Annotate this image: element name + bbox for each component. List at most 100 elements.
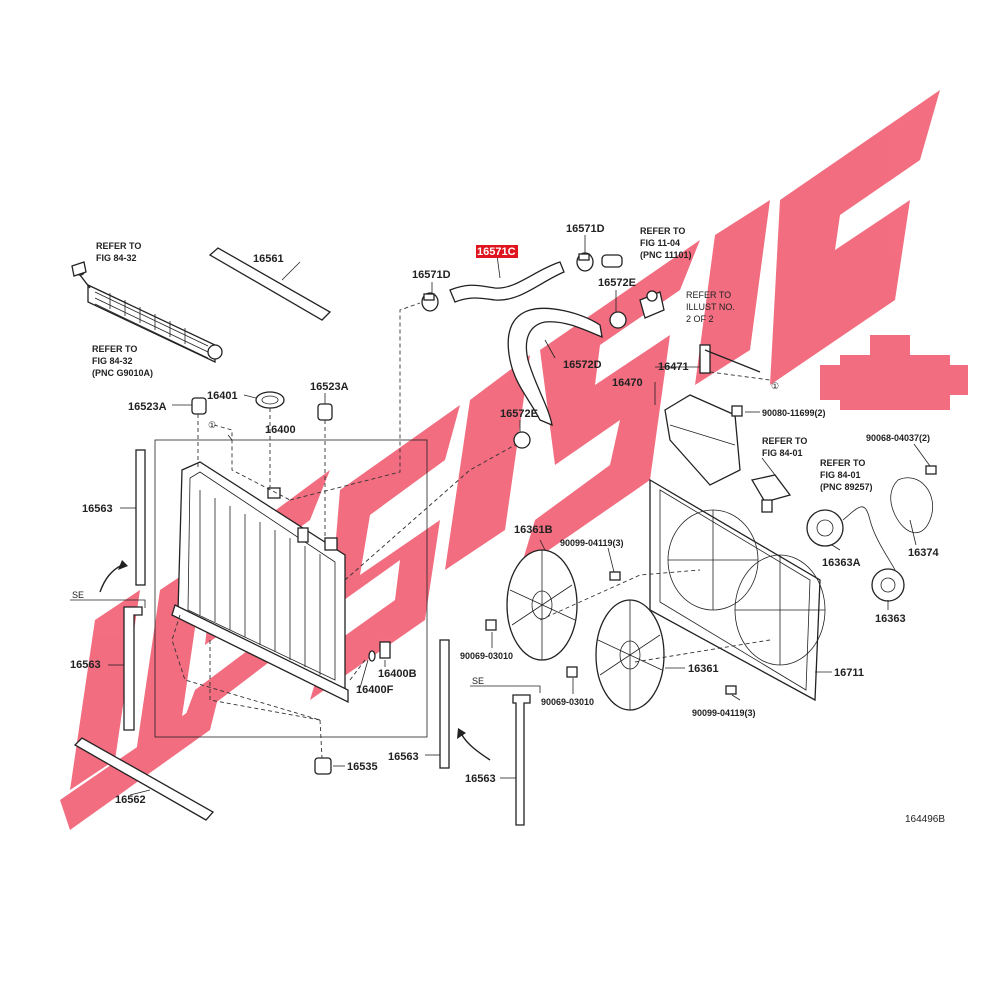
label-16563-b[interactable]: 16563	[70, 659, 101, 671]
fan-16361	[595, 599, 665, 711]
label-16523a-left[interactable]: 16523A	[128, 401, 167, 413]
label-16535[interactable]: 16535	[347, 761, 378, 773]
engine-icon	[820, 335, 968, 410]
nut-90069-right	[566, 666, 578, 678]
refer-8432-top-line1: REFER TO	[96, 241, 141, 251]
drain-cock-plug	[368, 641, 391, 662]
cushion-16523a-right	[317, 403, 333, 421]
label-16571c[interactable]: 16571C	[477, 246, 516, 258]
refer-illust-line1: REFER TO	[686, 290, 731, 300]
refer-illust-line2: ILLUST NO.	[686, 302, 735, 312]
refer-notes: REFER TO FIG 84-32 REFER TO FIG 84-32 (P…	[72, 226, 873, 686]
seal-16563-left-lower	[123, 606, 143, 731]
seal-16563-right-lower	[512, 694, 531, 826]
refer-8401b-line1: REFER TO	[820, 458, 865, 468]
label-90099-bottom[interactable]: 90099-04119(3)	[692, 708, 756, 718]
label-16363a[interactable]: 16363A	[822, 557, 861, 569]
label-16571d-left[interactable]: 16571D	[412, 269, 451, 281]
seal-16563-mid	[439, 639, 450, 769]
refer-8401b-line2: FIG 84-01	[820, 470, 861, 480]
nut-90069-left	[485, 619, 497, 631]
label-16361b[interactable]: 16361B	[514, 524, 553, 536]
motor-16363a	[806, 506, 896, 571]
circle1-left: ①	[208, 420, 216, 430]
refer-8401a-line1: REFER TO	[762, 436, 807, 446]
leader-lines	[108, 235, 931, 796]
se-label-left: SE	[72, 590, 84, 600]
label-16562[interactable]: 16562	[115, 794, 146, 806]
fan-16361b	[506, 549, 578, 661]
bolt-90068	[925, 465, 937, 475]
watermark-shapes	[60, 90, 940, 830]
refer-8401b-line3: (PNC 89257)	[820, 482, 873, 492]
hose-16571c	[449, 261, 565, 303]
refer-illust-line3: 2 OF 2	[686, 314, 714, 324]
dashed-reference-lines	[539, 371, 771, 663]
label-16470[interactable]: 16470	[612, 377, 643, 389]
bolt-90099-bottom	[725, 685, 737, 695]
label-16374[interactable]: 16374	[908, 547, 939, 559]
label-16563-d[interactable]: 16563	[465, 773, 496, 785]
label-16471[interactable]: 16471	[658, 361, 689, 373]
bolt-90080	[731, 405, 743, 417]
label-16361[interactable]: 16361	[688, 663, 719, 675]
label-90069-right[interactable]: 90069-03010	[541, 697, 594, 707]
label-90069-left[interactable]: 90069-03010	[460, 651, 513, 661]
label-90099-top[interactable]: 90099-04119(3)	[560, 538, 624, 548]
condenser	[74, 264, 223, 364]
label-16572e-bottom[interactable]: 16572E	[500, 408, 538, 420]
radiator-cap	[255, 391, 285, 409]
clamp-16571d-right	[576, 252, 594, 272]
label-16523a-right[interactable]: 16523A	[310, 381, 349, 393]
label-16400[interactable]: 16400	[265, 424, 296, 436]
label-16571d-right[interactable]: 16571D	[566, 223, 605, 235]
reservoir-tank	[664, 344, 761, 486]
motor-16363	[871, 568, 905, 602]
condenser-bolt-icon	[71, 261, 87, 277]
bolt-90099-top	[609, 571, 621, 581]
refer-8432-bot-line3: (PNC G9010A)	[92, 368, 153, 378]
cushion-16523a-left	[191, 397, 207, 415]
label-90080[interactable]: 90080-11699(2)	[762, 408, 826, 418]
circle1-right: ①	[771, 381, 779, 391]
part-labels: 16561 16401 16523A 16523A 16400 16563 16…	[70, 223, 939, 806]
seal-16562	[73, 737, 215, 821]
lower-cushion-16535	[314, 757, 332, 775]
radiator	[171, 461, 349, 704]
refer-8432-bot-line1: REFER TO	[92, 344, 137, 354]
label-16400f[interactable]: 16400F	[356, 684, 394, 696]
label-90068[interactable]: 90068-04037(2)	[866, 433, 930, 443]
refer-1104-line1: REFER TO	[640, 226, 685, 236]
clamp-16571d-left	[421, 292, 439, 312]
se-bracket-left	[70, 599, 146, 608]
label-16363[interactable]: 16363	[875, 613, 906, 625]
pipe-refer-1104	[601, 254, 623, 268]
arrow-left	[99, 560, 128, 593]
pipe-refer-illust	[639, 290, 665, 319]
label-16563-a[interactable]: 16563	[82, 503, 113, 515]
label-16563-c[interactable]: 16563	[388, 751, 419, 763]
hose-16572d	[507, 307, 603, 427]
seal-16563-left-upper	[135, 449, 146, 586]
seal-16561	[208, 247, 332, 321]
radiator-group-box	[154, 439, 428, 738]
label-16572d[interactable]: 16572D	[563, 359, 602, 371]
clamp-16572e-top	[609, 311, 627, 329]
label-16561[interactable]: 16561	[253, 253, 284, 265]
fan-shroud	[649, 478, 826, 702]
relay-connector	[750, 474, 792, 513]
label-16400b[interactable]: 16400B	[378, 668, 417, 680]
label-16401[interactable]: 16401	[207, 390, 238, 402]
refer-8432-top-line2: FIG 84-32	[96, 253, 137, 263]
diagram-code: 164496B	[905, 814, 945, 825]
refer-1104-line3: (PNC 11101)	[640, 250, 692, 260]
refer-1104-line2: FIG 11-04	[640, 238, 680, 248]
se-bracket-right	[470, 685, 541, 693]
refer-8432-bot-line2: FIG 84-32	[92, 356, 133, 366]
refer-8401a-line2: FIG 84-01	[762, 448, 803, 458]
highlight-box	[476, 245, 518, 258]
label-16711[interactable]: 16711	[834, 667, 864, 679]
harness-16374	[890, 477, 934, 533]
label-16572e-top[interactable]: 16572E	[598, 277, 636, 289]
